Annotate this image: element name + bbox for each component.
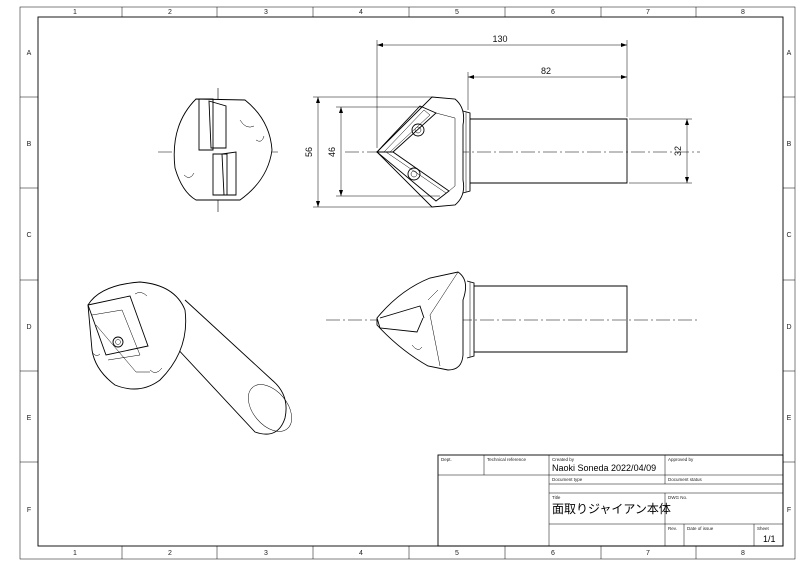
zone-row-f-right: F xyxy=(787,507,791,514)
rev-label: Rev. xyxy=(668,526,677,531)
dim-overall-length: 130 xyxy=(492,34,507,44)
front-view-dimensions: 130 82 56 46 32 xyxy=(304,34,692,208)
title-block xyxy=(437,454,784,547)
zone-col-8: 8 xyxy=(741,9,745,16)
zone-col-3: 3 xyxy=(264,9,268,16)
zone-labels-bottom: 1 2 3 4 5 6 7 8 xyxy=(73,550,745,557)
sheet-label: Sheet xyxy=(757,526,770,531)
zone-col-5: 5 xyxy=(455,9,459,16)
zone-col-4-bottom: 4 xyxy=(359,550,363,557)
dim-inner-height: 46 xyxy=(327,147,337,157)
zone-col-5-bottom: 5 xyxy=(455,550,459,557)
front-view-shank xyxy=(470,118,628,184)
sheet-value: 1/1 xyxy=(763,534,776,544)
zone-col-3-bottom: 3 xyxy=(264,550,268,557)
zone-col-4: 4 xyxy=(359,9,363,16)
issue-date-label: Date of issue xyxy=(687,526,714,531)
doc-type-label: Document type xyxy=(552,477,583,482)
dwg-no-label: DWG No. xyxy=(668,495,687,500)
dim-outer-height: 56 xyxy=(304,147,314,157)
zone-col-8-bottom: 8 xyxy=(741,550,745,557)
dim-shank-length: 82 xyxy=(541,66,551,76)
doc-status-label: Document status xyxy=(668,477,703,482)
top-view xyxy=(326,271,700,371)
front-view xyxy=(345,96,700,208)
zone-col-1: 1 xyxy=(73,9,77,16)
zone-row-b: B xyxy=(27,141,32,148)
zone-labels-top: 1 2 3 4 5 6 7 8 xyxy=(73,9,745,16)
zone-col-1-bottom: 1 xyxy=(73,550,77,557)
created-by-label: Created by xyxy=(552,457,575,462)
approved-by-label: Approved by xyxy=(668,457,694,462)
zone-col-7-bottom: 7 xyxy=(646,550,650,557)
isometric-head xyxy=(87,281,187,390)
zone-row-f: F xyxy=(27,507,31,514)
drawing-title: 面取りジャイアン本体 xyxy=(552,502,671,516)
title-label: Title xyxy=(552,495,561,500)
zone-row-e: E xyxy=(27,415,32,422)
title-block-text: Dept. Technical reference Created by Nao… xyxy=(441,457,776,544)
isometric-view xyxy=(87,281,292,435)
zone-row-c: C xyxy=(26,232,31,239)
end-view xyxy=(158,88,278,214)
front-view-head xyxy=(376,96,465,208)
zone-col-6: 6 xyxy=(551,9,555,16)
created-by-value: Naoki Soneda 2022/04/09 xyxy=(552,463,656,473)
zone-col-6-bottom: 6 xyxy=(551,550,555,557)
zone-row-d: D xyxy=(26,324,31,331)
zone-labels-right: A B C D E F xyxy=(786,50,791,514)
zone-row-b-right: B xyxy=(787,141,792,148)
dim-shank-diameter: 32 xyxy=(673,146,683,156)
zone-row-d-right: D xyxy=(786,324,791,331)
top-view-shank xyxy=(474,285,628,353)
dept-label: Dept. xyxy=(441,457,452,462)
zone-labels-left: A B C D E F xyxy=(26,50,31,514)
zone-col-2: 2 xyxy=(168,9,172,16)
zone-row-a-right: A xyxy=(787,50,792,57)
tech-ref-label: Technical reference xyxy=(487,457,527,462)
sheet-frame xyxy=(19,6,796,560)
zone-row-e-right: E xyxy=(787,415,792,422)
zone-col-7: 7 xyxy=(646,9,650,16)
zone-col-2-bottom: 2 xyxy=(168,550,172,557)
isometric-shank xyxy=(159,299,287,435)
zone-row-a: A xyxy=(27,50,32,57)
zone-row-c-right: C xyxy=(786,232,791,239)
